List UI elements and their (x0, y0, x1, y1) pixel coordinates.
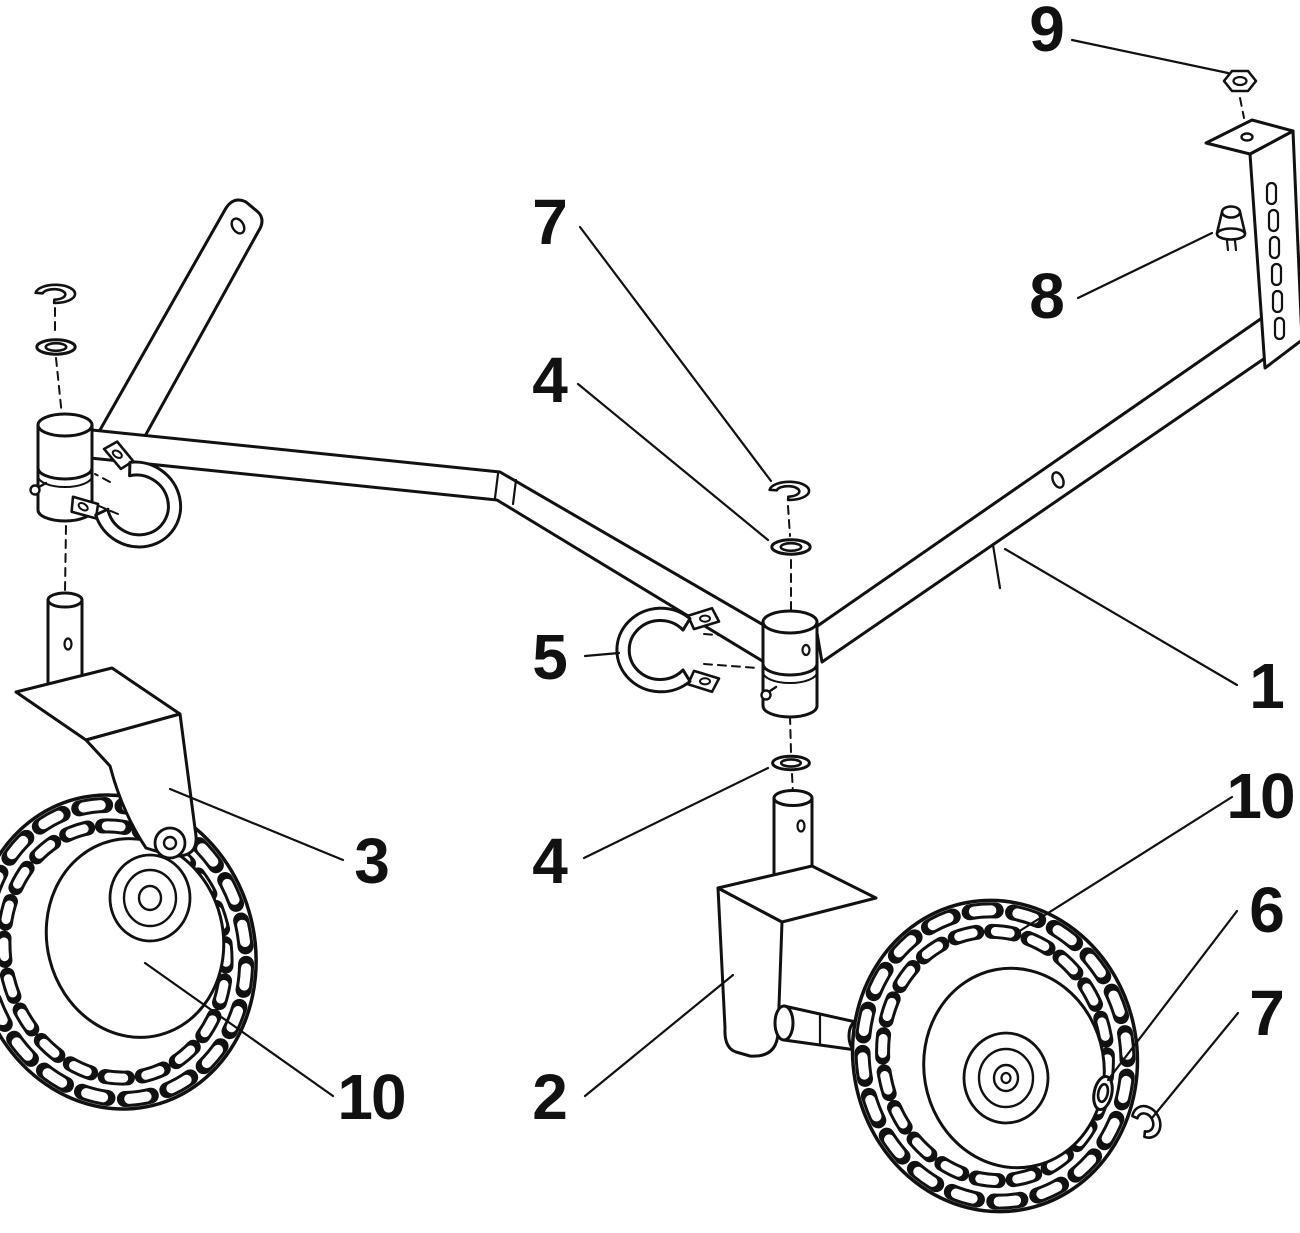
callout-6: 6 (1249, 874, 1285, 946)
callout-3: 3 (354, 825, 390, 897)
right-caster-fork (716, 789, 878, 1058)
callout-9: 9 (1029, 0, 1065, 65)
callout-8: 8 (1029, 260, 1065, 332)
hex-nut (1222, 69, 1258, 93)
slotted-bracket (1204, 118, 1300, 370)
frame-crossbar (88, 118, 1300, 664)
lower-middle-washer (770, 754, 812, 772)
right-wheel-hub (962, 1031, 1050, 1125)
left-wheel-hub (108, 853, 192, 943)
callout-4-upper: 4 (532, 344, 568, 416)
left-e-clip (30, 279, 85, 307)
callout-7-lower: 7 (1249, 977, 1285, 1049)
callout-10-right: 10 (1226, 760, 1295, 832)
callout-2: 2 (532, 1061, 568, 1133)
leader-lines (143, 38, 1240, 1120)
callout-5: 5 (532, 621, 568, 693)
left-caster-fork (14, 666, 198, 860)
left-washer (34, 337, 77, 357)
middle-pivot-housing (760, 609, 819, 719)
right-wheel (850, 898, 1140, 1214)
callout-4-lower: 4 (532, 825, 568, 897)
middle-u-clamp (615, 606, 721, 694)
left-caster-stem (46, 591, 84, 694)
upper-middle-washer (769, 537, 813, 557)
callout-10-left: 10 (337, 1061, 406, 1133)
middle-e-clip (764, 476, 819, 504)
left-wheel (0, 793, 258, 1111)
callout-1: 1 (1249, 650, 1285, 722)
callout-7-upper: 7 (532, 186, 568, 258)
rubber-bumper (1215, 205, 1247, 252)
